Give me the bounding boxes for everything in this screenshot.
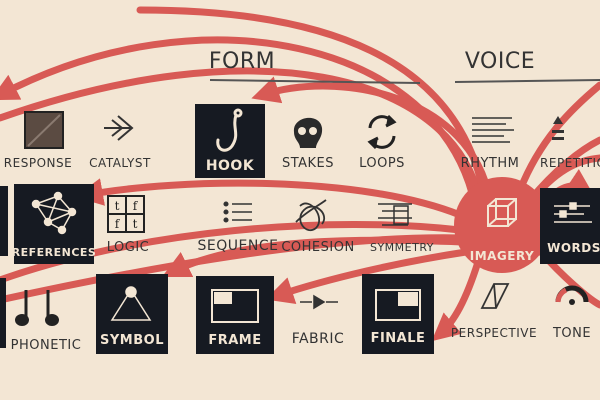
tile-references[interactable]: REFERENCES xyxy=(12,184,97,264)
rhythm-lines-icon xyxy=(472,117,514,143)
label-frame: FRAME xyxy=(208,333,261,348)
header-voice-underline xyxy=(454,79,600,83)
tile-finale-bg xyxy=(362,274,434,354)
perspective-icon xyxy=(480,283,510,309)
cube-icon xyxy=(487,198,517,227)
repetition-icon xyxy=(552,116,564,140)
word-slider-icon xyxy=(554,202,592,223)
logic-cell-br: t xyxy=(133,217,138,231)
tile-symbol[interactable]: SYMBOL xyxy=(96,274,168,354)
node-cohesion: COHESION xyxy=(281,199,354,255)
node-symmetry: SYMMETRY xyxy=(370,203,434,254)
header-form-underline xyxy=(209,79,421,84)
fabric-icon xyxy=(300,294,338,310)
arrow-to-frame xyxy=(265,248,470,304)
arrow-to-finale xyxy=(431,258,482,342)
label-words: WORDS xyxy=(547,241,600,255)
logic-cell-tr: f xyxy=(133,199,139,213)
label-symbol: SYMBOL xyxy=(100,333,164,348)
arrow-to-hook xyxy=(251,76,494,204)
label-rhythm: RHYTHM xyxy=(461,156,520,171)
node-catalyst: CATALYST xyxy=(89,115,151,170)
label-phonetic: PHONETIC xyxy=(11,338,82,353)
label-catalyst: CATALYST xyxy=(89,156,151,170)
tile-words[interactable]: WORDS xyxy=(540,188,600,264)
frame-icon xyxy=(211,289,259,323)
arrow-right-top xyxy=(516,81,600,194)
tile-finale[interactable]: FINALE xyxy=(362,274,434,354)
label-stakes: STAKES xyxy=(282,156,334,171)
tile-words-bg xyxy=(540,188,600,264)
triangle-symbol-icon xyxy=(110,286,152,321)
label-sequence: SEQUENCE xyxy=(198,238,279,254)
label-finale: FINALE xyxy=(371,331,426,346)
truth-table-icon: t f f t xyxy=(107,195,145,233)
label-hook: HOOK xyxy=(206,158,255,174)
arrow-to-references xyxy=(74,178,464,219)
tile-left-edge-top xyxy=(0,186,8,256)
finale-icon xyxy=(375,289,421,321)
logic-cell-tl: t xyxy=(115,199,120,213)
label-imagery: IMAGERY xyxy=(470,249,535,263)
loop-arrows-icon xyxy=(367,114,397,150)
arrow-top-left-2 xyxy=(0,67,484,204)
catalyst-icon xyxy=(104,115,134,141)
symmetry-icon xyxy=(378,203,412,226)
knot-icon xyxy=(295,199,327,231)
logic-cell-bl: f xyxy=(115,217,121,231)
header-voice: VOICE xyxy=(465,49,535,74)
arrow-to-symbol xyxy=(161,236,466,278)
label-response: RESPONSE xyxy=(4,156,72,170)
label-references: REFERENCES xyxy=(12,246,97,259)
node-loops: LOOPS xyxy=(359,114,405,171)
node-repetition: REPETITION xyxy=(540,116,600,170)
node-sequence: SEQUENCE xyxy=(198,201,279,254)
label-cohesion: COHESION xyxy=(281,240,354,255)
tile-frame[interactable]: FRAME xyxy=(196,276,274,354)
hook-icon xyxy=(216,108,243,152)
tile-hook[interactable]: HOOK xyxy=(195,104,265,178)
tile-hook-bg xyxy=(195,104,265,178)
label-fabric: FABRIC xyxy=(292,331,345,347)
node-response: RESPONSE xyxy=(4,111,72,170)
skull-icon xyxy=(293,117,323,148)
node-perspective: PERSPECTIVE xyxy=(451,283,537,340)
node-rhythm: RHYTHM xyxy=(461,117,520,171)
tone-dial-icon xyxy=(555,285,589,305)
label-loops: LOOPS xyxy=(359,156,405,171)
node-stakes: STAKES xyxy=(282,117,334,171)
node-fabric: FABRIC xyxy=(292,294,345,347)
earbuds-icon xyxy=(15,290,59,326)
label-perspective: PERSPECTIVE xyxy=(451,326,537,340)
label-repetition: REPETITION xyxy=(540,156,600,170)
list-icon xyxy=(223,201,252,223)
node-imagery[interactable]: IMAGERY xyxy=(454,177,550,273)
label-tone: TONE xyxy=(552,326,591,341)
header-form: FORM xyxy=(209,49,275,74)
node-logic: t f f t LOGIC xyxy=(107,195,150,255)
network-icon xyxy=(31,191,77,235)
node-tone: TONE xyxy=(552,285,591,341)
tile-left-edge-bottom xyxy=(0,278,6,348)
label-symmetry: SYMMETRY xyxy=(370,241,434,254)
label-logic: LOGIC xyxy=(107,240,150,255)
node-phonetic: PHONETIC xyxy=(11,290,82,353)
